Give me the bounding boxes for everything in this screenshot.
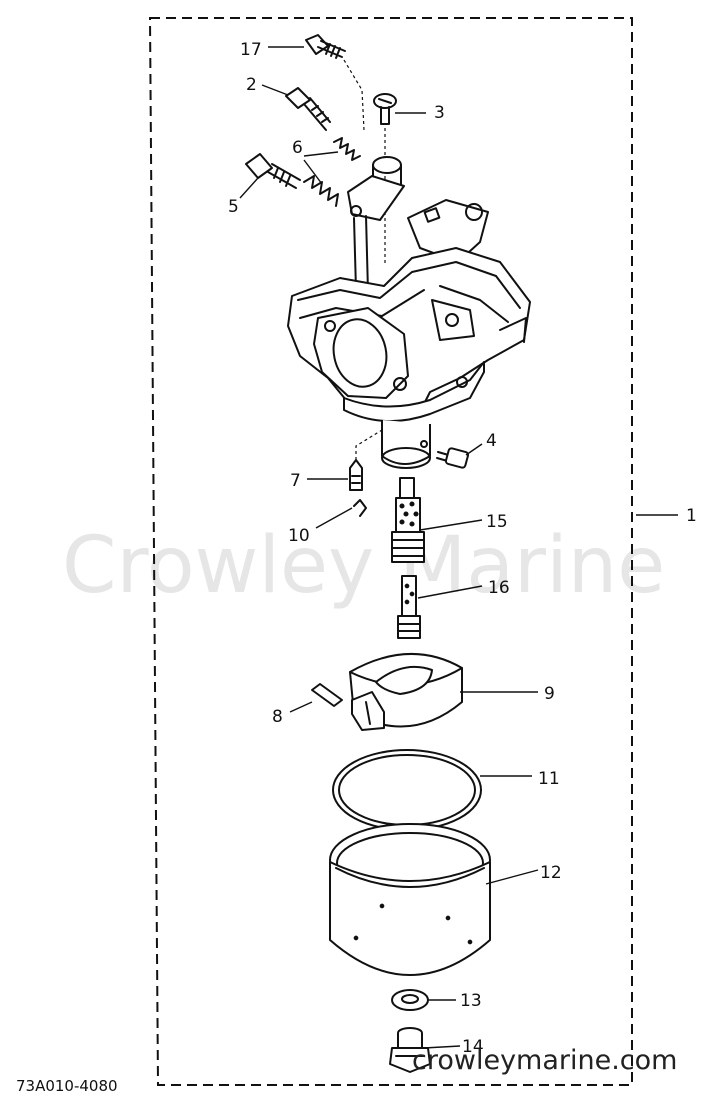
part-main-jet-16 <box>397 575 421 639</box>
assembly-boundary <box>148 17 633 1086</box>
part-carburetor-body <box>287 156 531 469</box>
watermark: Crowley Marine <box>62 521 665 611</box>
part-drain-plug-14 <box>389 1027 431 1073</box>
website-watermark: crowleymarine.com <box>412 1045 677 1076</box>
callout-14: 14 <box>462 1037 484 1057</box>
callout-9: 9 <box>544 684 555 704</box>
part-main-nozzle-10 <box>391 477 425 563</box>
part-screw-5 <box>245 153 301 189</box>
callout-8: 8 <box>272 707 283 727</box>
callout-1: 1 <box>686 506 697 526</box>
callout-11: 11 <box>538 769 560 789</box>
part-screw-4 <box>436 447 470 469</box>
callout-5: 5 <box>228 197 239 217</box>
part-spring-6-upper <box>333 137 361 161</box>
part-screw-17 <box>305 34 346 59</box>
part-washer-13 <box>391 989 429 1011</box>
callout-17: 17 <box>240 40 262 60</box>
callout-16: 16 <box>488 578 510 598</box>
part-screw-3 <box>373 93 397 125</box>
part-needle-valve-7 <box>349 459 363 491</box>
callout-3: 3 <box>434 103 445 123</box>
part-gasket-11 <box>332 749 482 831</box>
part-spring-6-lower <box>303 175 339 207</box>
callout-4: 4 <box>486 431 497 451</box>
callout-12: 12 <box>540 863 562 883</box>
callout-15: 10 <box>288 526 310 546</box>
callout-7: 7 <box>290 471 301 491</box>
part-float-9 <box>349 653 463 731</box>
callout-10: 15 <box>486 512 508 532</box>
part-clip-15 <box>353 499 367 517</box>
part-float-pin-8 <box>311 683 343 707</box>
part-float-bowl-12 <box>329 823 491 976</box>
drawing-code: 73A010-4080 <box>16 1077 118 1095</box>
callout-2: 2 <box>246 75 257 95</box>
part-screw-2 <box>285 87 331 131</box>
callout-6: 6 <box>292 138 303 158</box>
callout-13: 13 <box>460 991 482 1011</box>
